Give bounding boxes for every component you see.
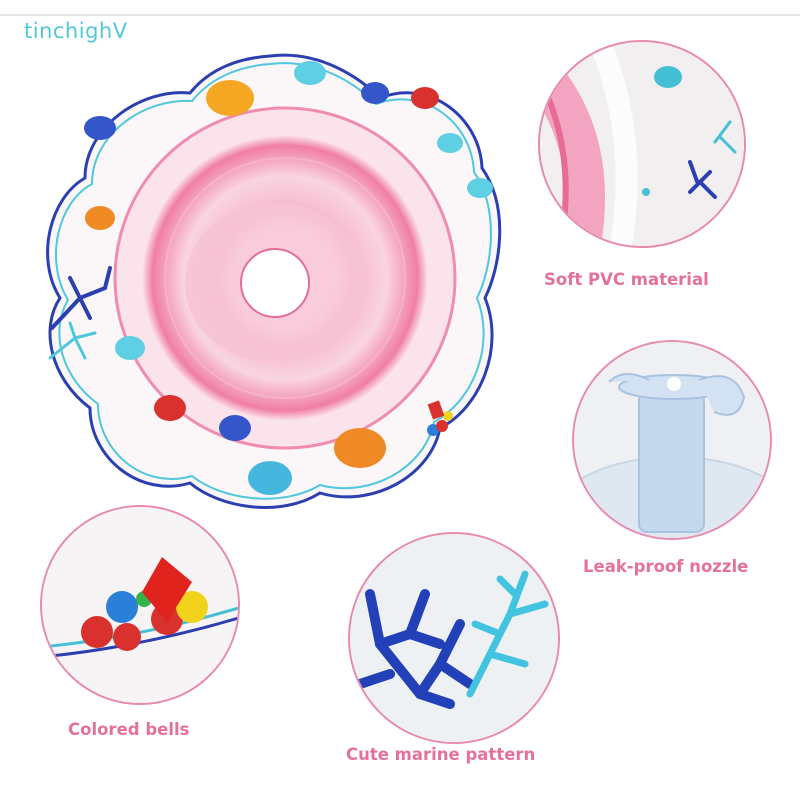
top-divider — [0, 14, 800, 16]
swim-float-graphic — [46, 53, 502, 509]
inset-colored-bells — [40, 505, 240, 705]
inset-nozzle — [572, 340, 772, 540]
caption-leak-proof-nozzle: Leak-proof nozzle — [583, 557, 749, 576]
leg-hole — [240, 248, 310, 318]
caption-marine-pattern: Cute marine pattern — [346, 745, 536, 764]
swim-float-image — [30, 38, 510, 518]
fish-decorations — [84, 61, 493, 495]
inset-pvc-material — [538, 40, 746, 248]
bells-decoration — [427, 400, 453, 436]
brand-watermark: tinchighV — [24, 19, 128, 43]
caption-colored-bells: Colored bells — [68, 720, 190, 739]
coral-decoration — [50, 266, 112, 330]
caption-soft-pvc: Soft PVC material — [544, 270, 709, 289]
inset-marine-pattern — [348, 532, 560, 744]
